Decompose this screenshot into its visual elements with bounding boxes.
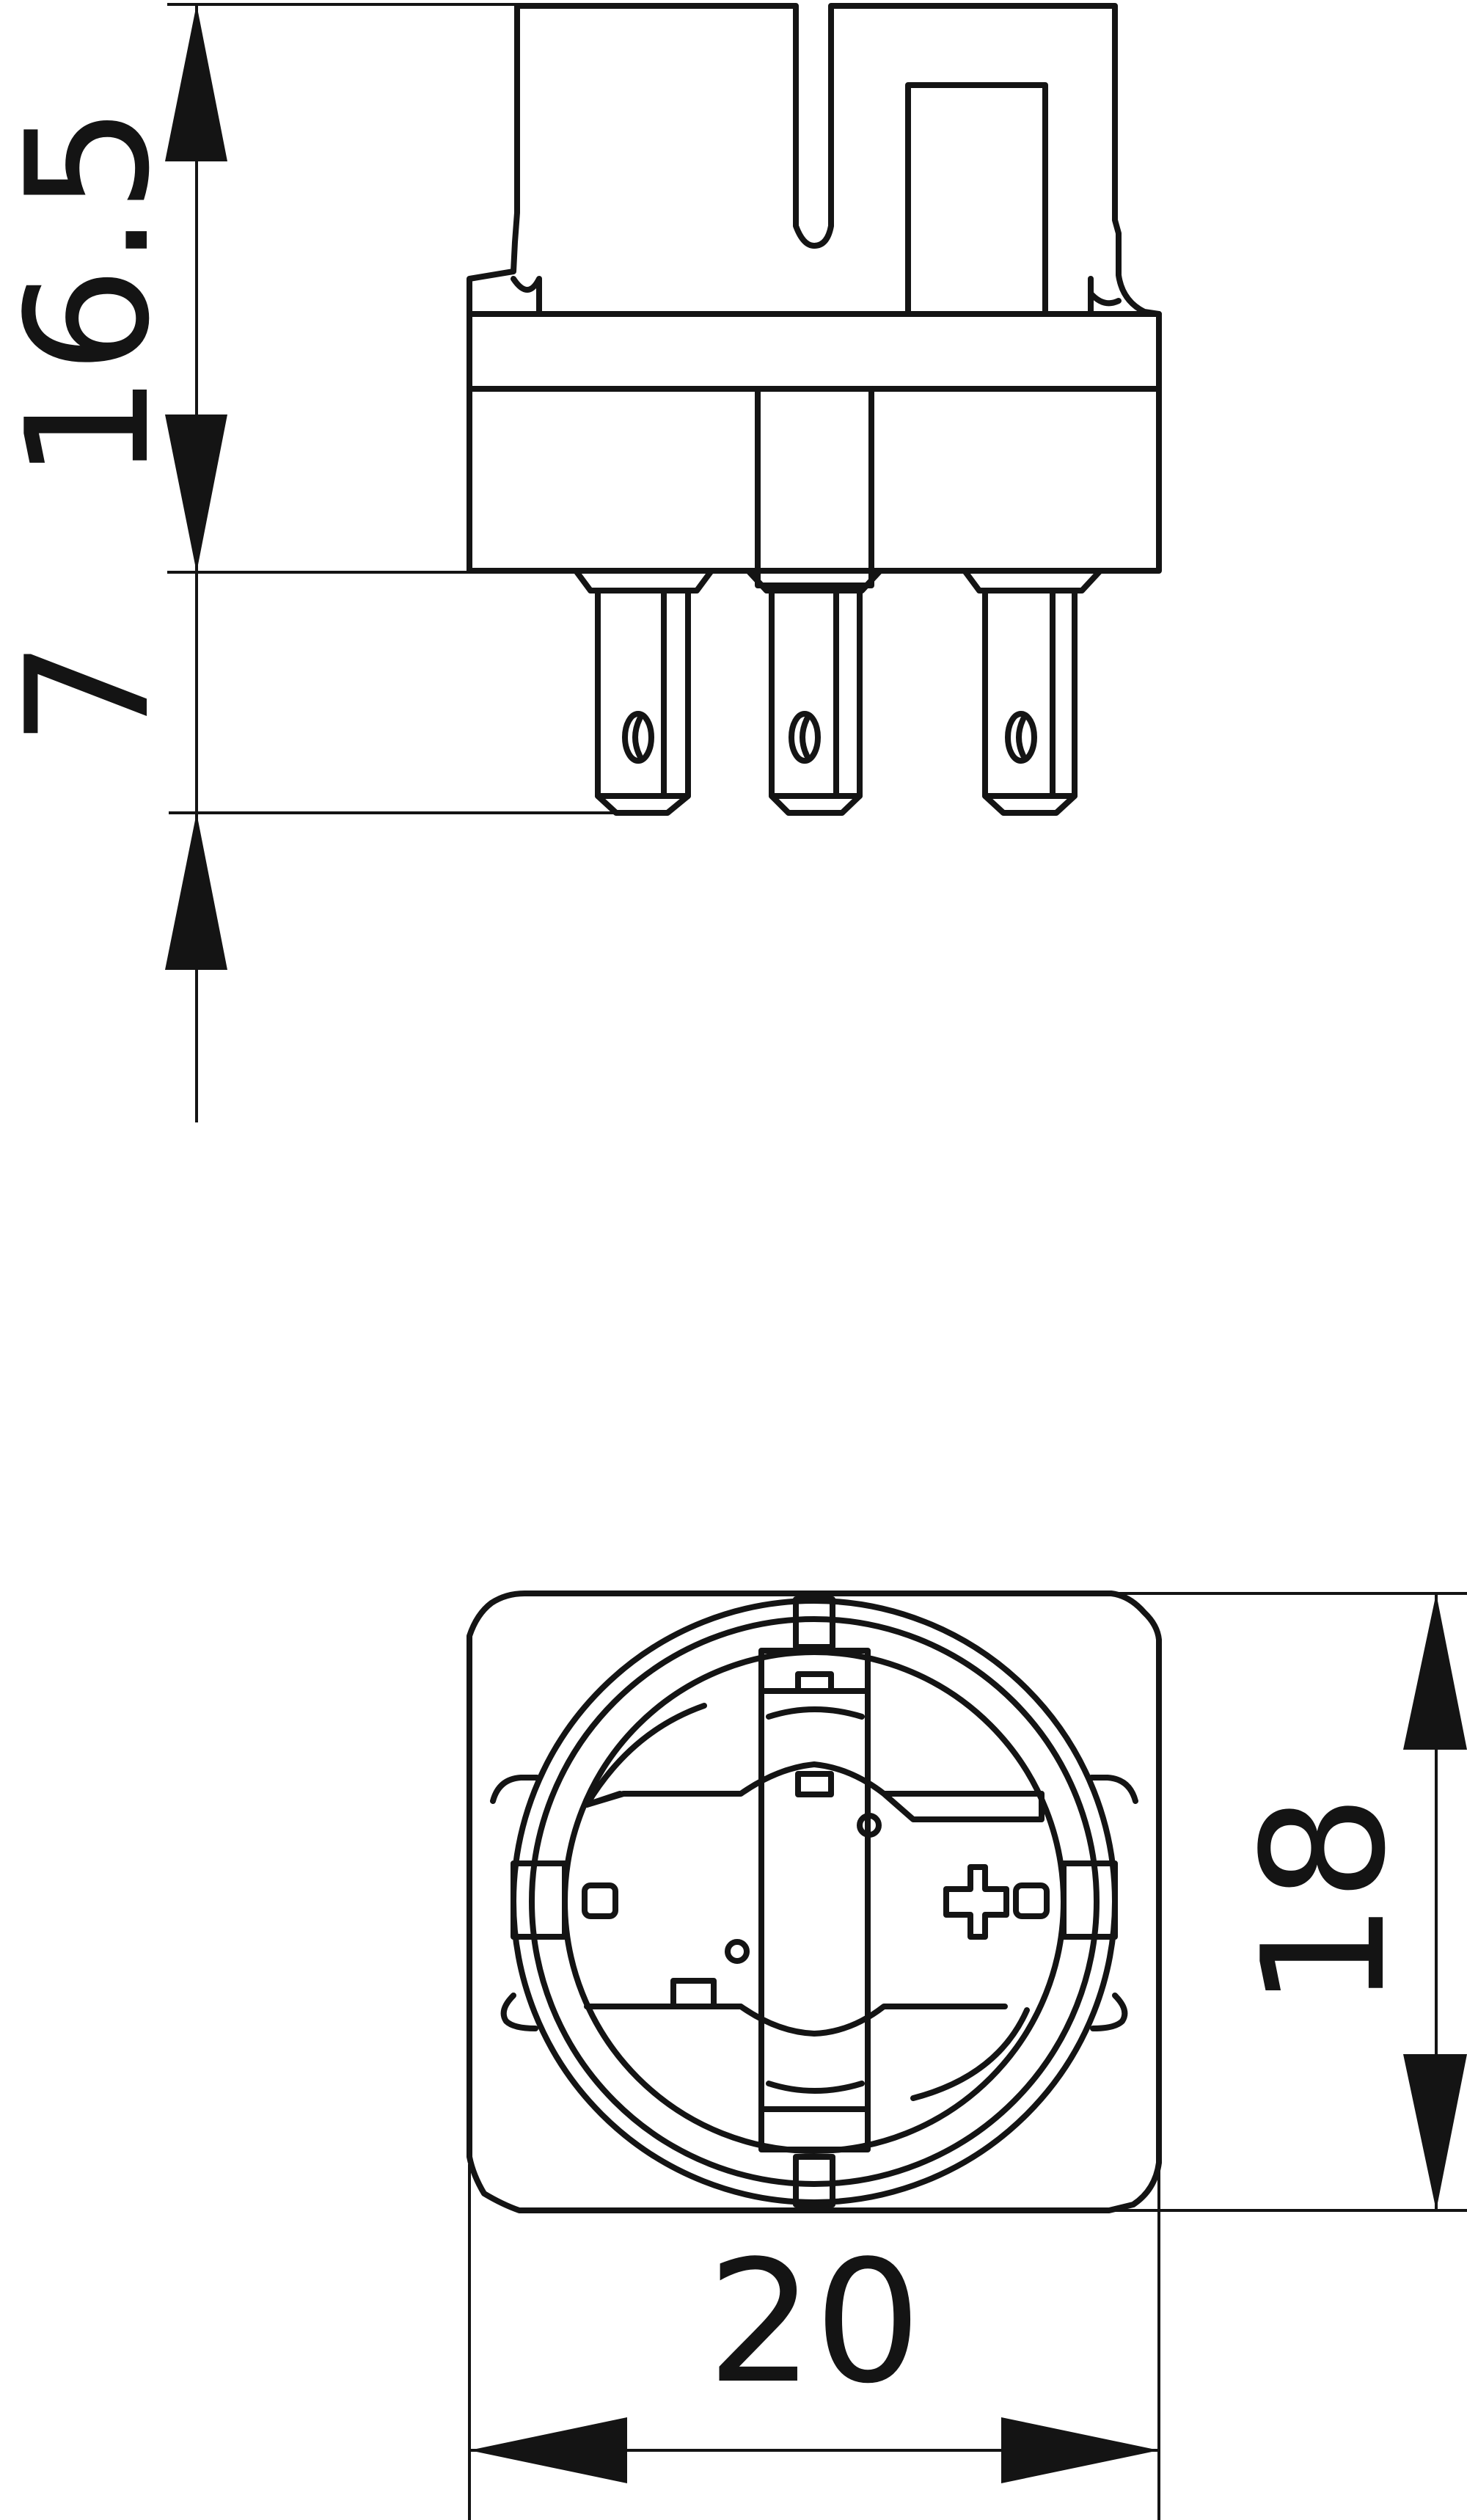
base-block — [467, 311, 1162, 574]
bridge-step — [670, 1978, 717, 2009]
width-dimension: 20 — [468, 2164, 1160, 2520]
arrow-up — [1403, 1593, 1467, 1750]
plus-marker — [943, 1864, 1009, 1940]
carrier-top-notch — [795, 1671, 834, 1694]
dim-label-18: 18 — [1227, 1794, 1423, 2009]
vertical-dimension-side: 16.5 7 — [0, 3, 616, 1122]
carrier-mid-notch — [795, 1771, 834, 1797]
upper-housing-left-lip — [511, 276, 542, 315]
left-contact-hole — [582, 1882, 618, 1919]
base-center-block — [755, 386, 874, 588]
pin-center — [769, 588, 863, 816]
outer-plate — [467, 1590, 1162, 2213]
pin-collar-left — [573, 568, 714, 594]
left-slot — [511, 1860, 568, 1940]
pin-right — [982, 588, 1078, 816]
depth-dimension: 18 — [1109, 1592, 1467, 2212]
bottom-tab — [793, 2154, 835, 2207]
small-hole-top — [857, 1813, 882, 1838]
pin-collar-right — [962, 568, 1103, 594]
small-hole-bottom — [725, 1939, 750, 1964]
arrow-mid-up — [165, 414, 227, 572]
top-tab — [793, 1596, 835, 1650]
arrow-right — [1001, 2417, 1159, 2483]
central-carrier — [758, 1648, 871, 2152]
dim-label-16-5: 16.5 — [0, 106, 187, 481]
upper-housing — [467, 3, 1162, 317]
upper-housing-right-lip — [1088, 276, 1122, 315]
arrow-bottom — [165, 813, 227, 970]
dim-label-7: 7 — [0, 640, 187, 747]
housing-window — [905, 82, 1048, 317]
lower-right-wing — [910, 2007, 1030, 2101]
side-view — [467, 3, 1162, 816]
arrow-left — [469, 2417, 627, 2483]
pin-collar-center — [745, 568, 883, 594]
right-clip — [1089, 1775, 1138, 2031]
pin-left — [595, 588, 691, 816]
front-view — [467, 1590, 1162, 2213]
arrow-top — [165, 4, 227, 161]
left-clip — [490, 1775, 540, 2031]
dim-label-20: 20 — [707, 2225, 922, 2421]
arrow-down — [1403, 2054, 1467, 2210]
middle-ring — [529, 1616, 1100, 2187]
right-contact-hole — [1013, 1882, 1050, 1919]
right-slot — [1061, 1860, 1118, 1940]
upper-left-wing — [584, 1703, 707, 1808]
inner-ring — [562, 1649, 1067, 2154]
